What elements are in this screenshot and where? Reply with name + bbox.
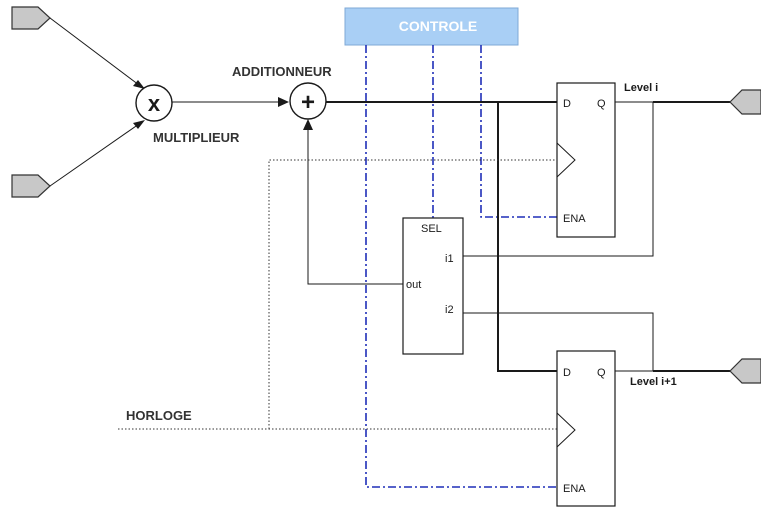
- wire-mux-out-to-adder: [307, 128, 403, 285]
- wire-q1-to-i1: [463, 101, 654, 257]
- input-port-1: [11, 6, 51, 30]
- control-block[interactable]: CONTROLE: [344, 7, 519, 46]
- mux-sel-label: SEL: [421, 223, 442, 235]
- ff2-d-label: D: [563, 367, 571, 379]
- multiplier-label: MULTIPLIEUR: [153, 130, 240, 145]
- ff2-q-label: Q: [597, 367, 606, 379]
- control-line-ena-2: [365, 45, 557, 488]
- mux-i2-label: i2: [445, 304, 454, 316]
- ff1-q-label: Q: [597, 98, 606, 110]
- multiplier: x: [135, 84, 173, 122]
- wire-input1-to-multiplier: [49, 17, 140, 86]
- output-port-level-i: [729, 89, 761, 115]
- control-lines: [365, 45, 557, 488]
- level-i1-label: Level i+1: [630, 376, 677, 388]
- flipflop-2: D Q ENA: [556, 350, 616, 507]
- control-line-ena-1: [480, 45, 557, 218]
- arrow-input2: [133, 120, 145, 129]
- arrow-feedback: [303, 119, 313, 130]
- wire-q2-to-i2: [463, 312, 654, 372]
- wire-input2-to-multiplier: [49, 123, 140, 187]
- adder: +: [289, 82, 327, 120]
- ff1-clock-symbol: [556, 142, 576, 178]
- clock-label: HORLOGE: [126, 408, 192, 423]
- ff2-clock-symbol: [556, 412, 576, 448]
- ff2-ena-label: ENA: [563, 483, 586, 495]
- adder-label: ADDITIONNEUR: [232, 64, 332, 79]
- multiplier-symbol: x: [148, 91, 161, 116]
- level-i-label: Level i: [624, 82, 658, 94]
- flipflop-1: D Q ENA: [556, 82, 616, 238]
- adder-symbol: +: [301, 89, 315, 116]
- mux-i1-label: i1: [445, 253, 454, 265]
- arrow-input1: [133, 80, 145, 89]
- wire-adder-to-ff2-d: [497, 102, 557, 372]
- ff1-d-label: D: [563, 98, 571, 110]
- control-label: CONTROLE: [399, 18, 478, 34]
- ff1-ena-label: ENA: [563, 213, 586, 225]
- mux-out-label: out: [406, 279, 421, 291]
- output-port-level-i1: [729, 358, 761, 384]
- arrow-to-adder: [278, 97, 289, 107]
- mux: SEL out i1 i2: [402, 217, 464, 355]
- input-port-2: [11, 174, 51, 198]
